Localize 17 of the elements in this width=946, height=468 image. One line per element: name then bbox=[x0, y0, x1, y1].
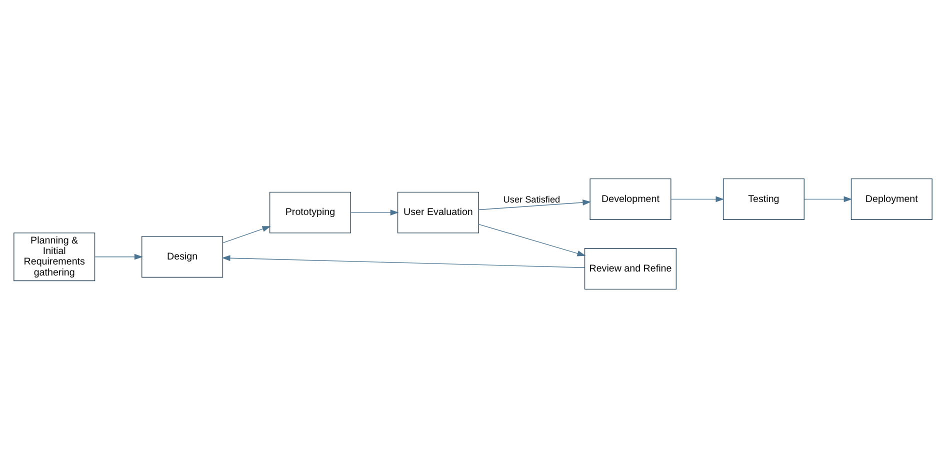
node-box: Testing bbox=[722, 178, 804, 220]
arrow bbox=[478, 224, 586, 256]
node-box: User Evaluation bbox=[397, 192, 479, 234]
edge-label: User Satisfied bbox=[503, 194, 560, 204]
node-box: Review and Refine bbox=[584, 248, 677, 290]
node-box: Design bbox=[142, 236, 224, 278]
arrow bbox=[670, 196, 724, 202]
arrow bbox=[222, 226, 271, 244]
arrow bbox=[804, 196, 852, 202]
arrow bbox=[350, 210, 399, 216]
node-box: Prototyping bbox=[269, 192, 352, 234]
node-box: Deployment bbox=[850, 178, 932, 220]
node-box: Development bbox=[590, 178, 672, 220]
arrow bbox=[94, 254, 143, 260]
arrow bbox=[222, 255, 586, 268]
arrow bbox=[478, 200, 592, 210]
node-box: Planning & Initial Requirements gathering bbox=[14, 232, 96, 282]
